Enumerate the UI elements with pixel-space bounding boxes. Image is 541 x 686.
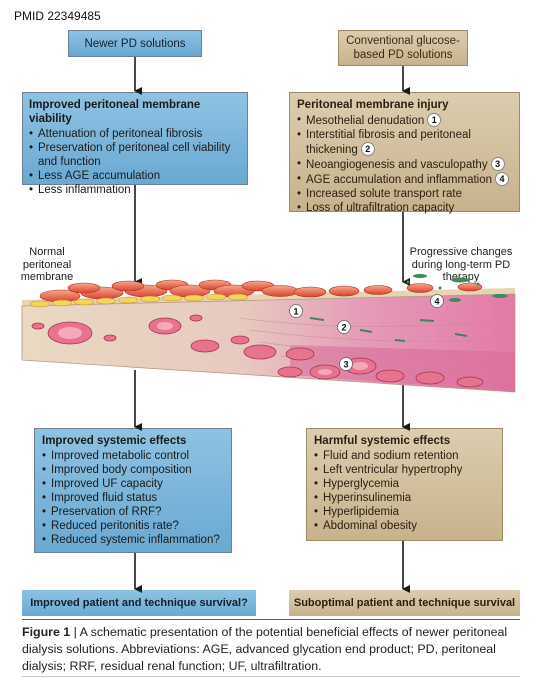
marker-badge-3: 3: [490, 157, 505, 171]
list-item: Left ventricular hypertrophy: [314, 463, 495, 477]
list-item: Improved metabolic control: [42, 449, 224, 463]
improved-membrane-viability-list: Attenuation of peritoneal fibrosis Prese…: [29, 127, 241, 197]
newer-pd-solutions-label: Newer PD solutions: [84, 37, 186, 50]
list-item: Less AGE accumulation: [29, 169, 241, 183]
marker-badge-4: 4: [495, 172, 510, 186]
marker-3: 3: [343, 360, 348, 370]
list-item: Attenuation of peritoneal fibrosis: [29, 127, 241, 141]
newer-pd-solutions-header: Newer PD solutions: [68, 30, 202, 57]
list-item-text: AGE accumulation and inflammation: [306, 174, 493, 186]
list-item: Hyperlipidemia: [314, 505, 495, 519]
marker-badge-1: 1: [427, 113, 442, 127]
list-item: Reduced peritonitis rate?: [42, 519, 224, 533]
conventional-pd-solutions-header: Conventional glucose-based PD solutions: [338, 30, 468, 66]
marker-2: 2: [341, 323, 346, 333]
harmful-systemic-effects-title: Harmful systemic effects: [314, 435, 451, 447]
list-item: Hyperglycemia: [314, 477, 495, 491]
list-item-text: Interstitial fibrosis and peritoneal thi…: [306, 129, 471, 156]
pmid-label: PMID 22349485: [14, 9, 101, 23]
list-item: Preservation of RRF?: [42, 505, 224, 519]
harmful-systemic-effects-list: Fluid and sodium retention Left ventricu…: [314, 449, 495, 533]
list-item-text: Neoangiogenesis and vasculopathy: [306, 159, 488, 171]
improved-survival-label: Improved patient and technique survival?: [30, 597, 248, 609]
detached-cells: [406, 274, 508, 302]
improved-systemic-effects-box: Improved systemic effects Improved metab…: [34, 428, 232, 553]
list-item: Improved body composition: [42, 463, 224, 477]
marker-badge-2: 2: [360, 142, 375, 156]
list-item: Loss of ultrafiltration capacity: [297, 201, 512, 215]
conventional-pd-solutions-label: Conventional glucose-based PD solutions: [346, 35, 460, 61]
improved-systemic-effects-title: Improved systemic effects: [42, 435, 187, 447]
list-item: Abdominal obesity: [314, 519, 495, 533]
list-item: Hyperinsulinemia: [314, 491, 495, 505]
list-item-text: Mesothelial denudation: [306, 115, 425, 127]
list-item: Preservation of peritoneal cell viabilit…: [29, 141, 241, 169]
illustration-markers: 1 2 3 4: [289, 294, 444, 371]
suboptimal-survival-bar: Suboptimal patient and technique surviva…: [289, 590, 520, 616]
figure-caption: Figure 1 | A schematic presentation of t…: [22, 624, 522, 675]
age-deposits: [309, 317, 468, 342]
progressive-changes-label: Progressive changes during long-term PD …: [409, 246, 513, 283]
improved-systemic-effects-list: Improved metabolic control Improved body…: [42, 449, 224, 547]
membrane-injury-title: Peritoneal membrane injury: [297, 99, 449, 111]
improved-membrane-viability-box: Improved peritoneal membrane viability A…: [22, 92, 248, 197]
marker-4: 4: [434, 297, 439, 307]
list-item: Fluid and sodium retention: [314, 449, 495, 463]
caption-rule: [22, 619, 520, 620]
caption-bottom-rule: [22, 676, 520, 677]
suboptimal-survival-label: Suboptimal patient and technique surviva…: [293, 597, 516, 609]
list-item: Improved UF capacity: [42, 477, 224, 491]
list-item: Less inflammation: [29, 183, 241, 197]
submesothelial-layer: [29, 293, 249, 308]
mesothelial-cells: [39, 279, 483, 303]
caption-separator: |: [70, 625, 80, 639]
improved-membrane-viability-title: Improved peritoneal membrane viability: [29, 99, 201, 125]
list-item: Interstitial fibrosis and peritoneal thi…: [297, 128, 512, 157]
membrane-injury-box: Peritoneal membrane injury Mesothelial d…: [289, 92, 520, 215]
caption-figure-label: Figure 1: [22, 625, 71, 639]
normal-membrane-label: Normal peritoneal membrane: [20, 246, 74, 283]
list-item: Improved fluid status: [42, 491, 224, 505]
improved-survival-bar: Improved patient and technique survival?: [22, 590, 256, 616]
list-item: Reduced systemic inflammation?: [42, 533, 224, 547]
caption-text: A schematic presentation of the potentia…: [22, 625, 508, 673]
list-item: Increased solute transport rate: [297, 187, 512, 201]
arrows: [134, 57, 410, 593]
peritoneal-membrane-illustration: 1 2 3 4: [21, 274, 516, 393]
harmful-systemic-effects-box: Harmful systemic effects Fluid and sodiu…: [306, 428, 503, 541]
marker-1: 1: [293, 307, 298, 317]
